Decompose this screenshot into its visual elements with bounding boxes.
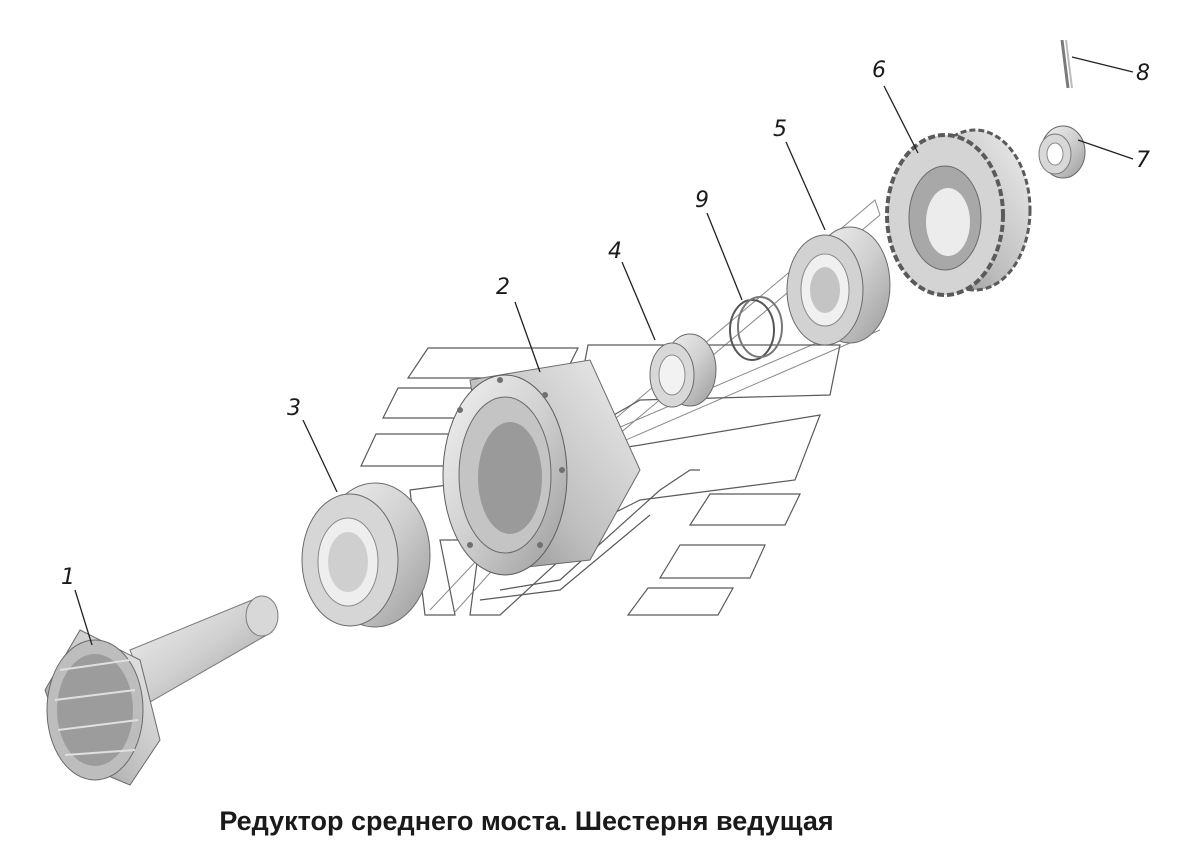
- part-2-housing: [442, 359, 641, 576]
- callout-9: 9: [695, 188, 709, 213]
- callout-2: 2: [496, 275, 510, 300]
- part-3-bearing: [301, 482, 431, 628]
- callout-leader-lines: [74, 56, 1134, 646]
- part-8-cotter-pin: [1060, 39, 1073, 89]
- callout-8: 8: [1136, 61, 1150, 86]
- callout-3: 3: [287, 396, 301, 421]
- callout-4: 4: [608, 239, 622, 264]
- part-7-nut: [1038, 125, 1086, 179]
- part-4-spacer: [649, 333, 717, 408]
- callout-1: 1: [61, 565, 75, 590]
- callout-7: 7: [1136, 148, 1150, 173]
- callout-5: 5: [773, 117, 787, 142]
- part-6-gear: [885, 128, 1032, 297]
- callout-6: 6: [872, 58, 886, 83]
- part-9-shims: [729, 296, 783, 361]
- diagram-caption: Редуктор среднего моста. Шестерня ведуща…: [219, 806, 834, 836]
- part-1-drive-pinion: [44, 595, 279, 786]
- part-5-bearing: [786, 226, 891, 346]
